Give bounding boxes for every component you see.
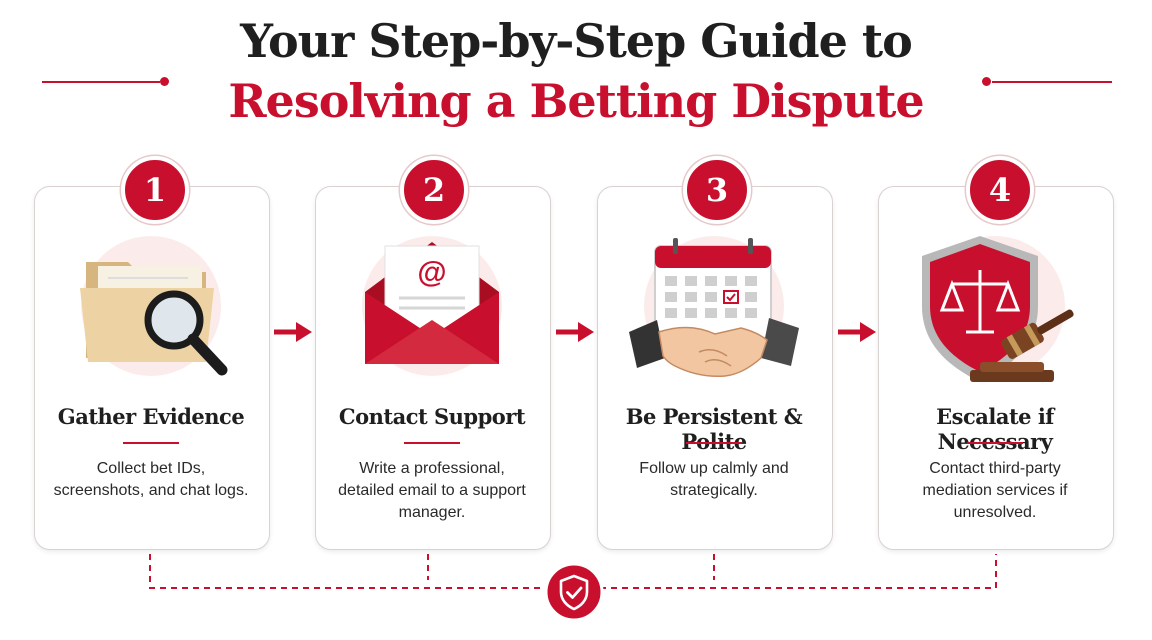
- step-number-badge: 3: [683, 156, 751, 224]
- arrow-right-icon: [838, 322, 876, 342]
- step-title: Gather Evidence: [57, 404, 245, 429]
- step-title: Contact Support: [338, 404, 526, 429]
- step-description: Contact third-party mediation services i…: [922, 460, 1068, 521]
- title-rule-right: [992, 81, 1112, 83]
- step-number-badge: 1: [121, 156, 189, 224]
- title-underline: [967, 442, 1023, 444]
- arrow-right-icon: [556, 322, 594, 342]
- step-description: Collect bet IDs, screenshots, and chat l…: [53, 460, 249, 499]
- title-underline: [404, 442, 460, 444]
- step-title: Escalate if Necessary: [936, 404, 1054, 454]
- step-title: Be Persistent & Polite: [625, 404, 803, 454]
- title-underline: [123, 442, 179, 444]
- arrow-right-icon: [274, 322, 312, 342]
- title-rule-right-dot: [982, 77, 991, 86]
- step-description: Follow up calmly and strategically.: [639, 460, 789, 499]
- title-rule-left: [42, 81, 160, 83]
- title-rule-left-dot: [160, 77, 169, 86]
- shield-gavel-icon: [910, 236, 1080, 386]
- page-title-line-2: Resolving a Betting Dispute: [228, 74, 924, 128]
- step-number-badge: 2: [400, 156, 468, 224]
- envelope-icon: @: [347, 236, 517, 386]
- page-title-line-1: Your Step-by-Step Guide to: [240, 14, 913, 68]
- calendar-handshake-icon: [629, 236, 799, 386]
- step-number-badge: 4: [966, 156, 1034, 224]
- at-sign-icon: @: [417, 256, 446, 289]
- step-description: Write a professional, detailed email to …: [338, 460, 526, 521]
- title-underline: [686, 442, 742, 444]
- shield-check-icon: [544, 562, 604, 622]
- folder-magnifier-icon: [66, 236, 236, 386]
